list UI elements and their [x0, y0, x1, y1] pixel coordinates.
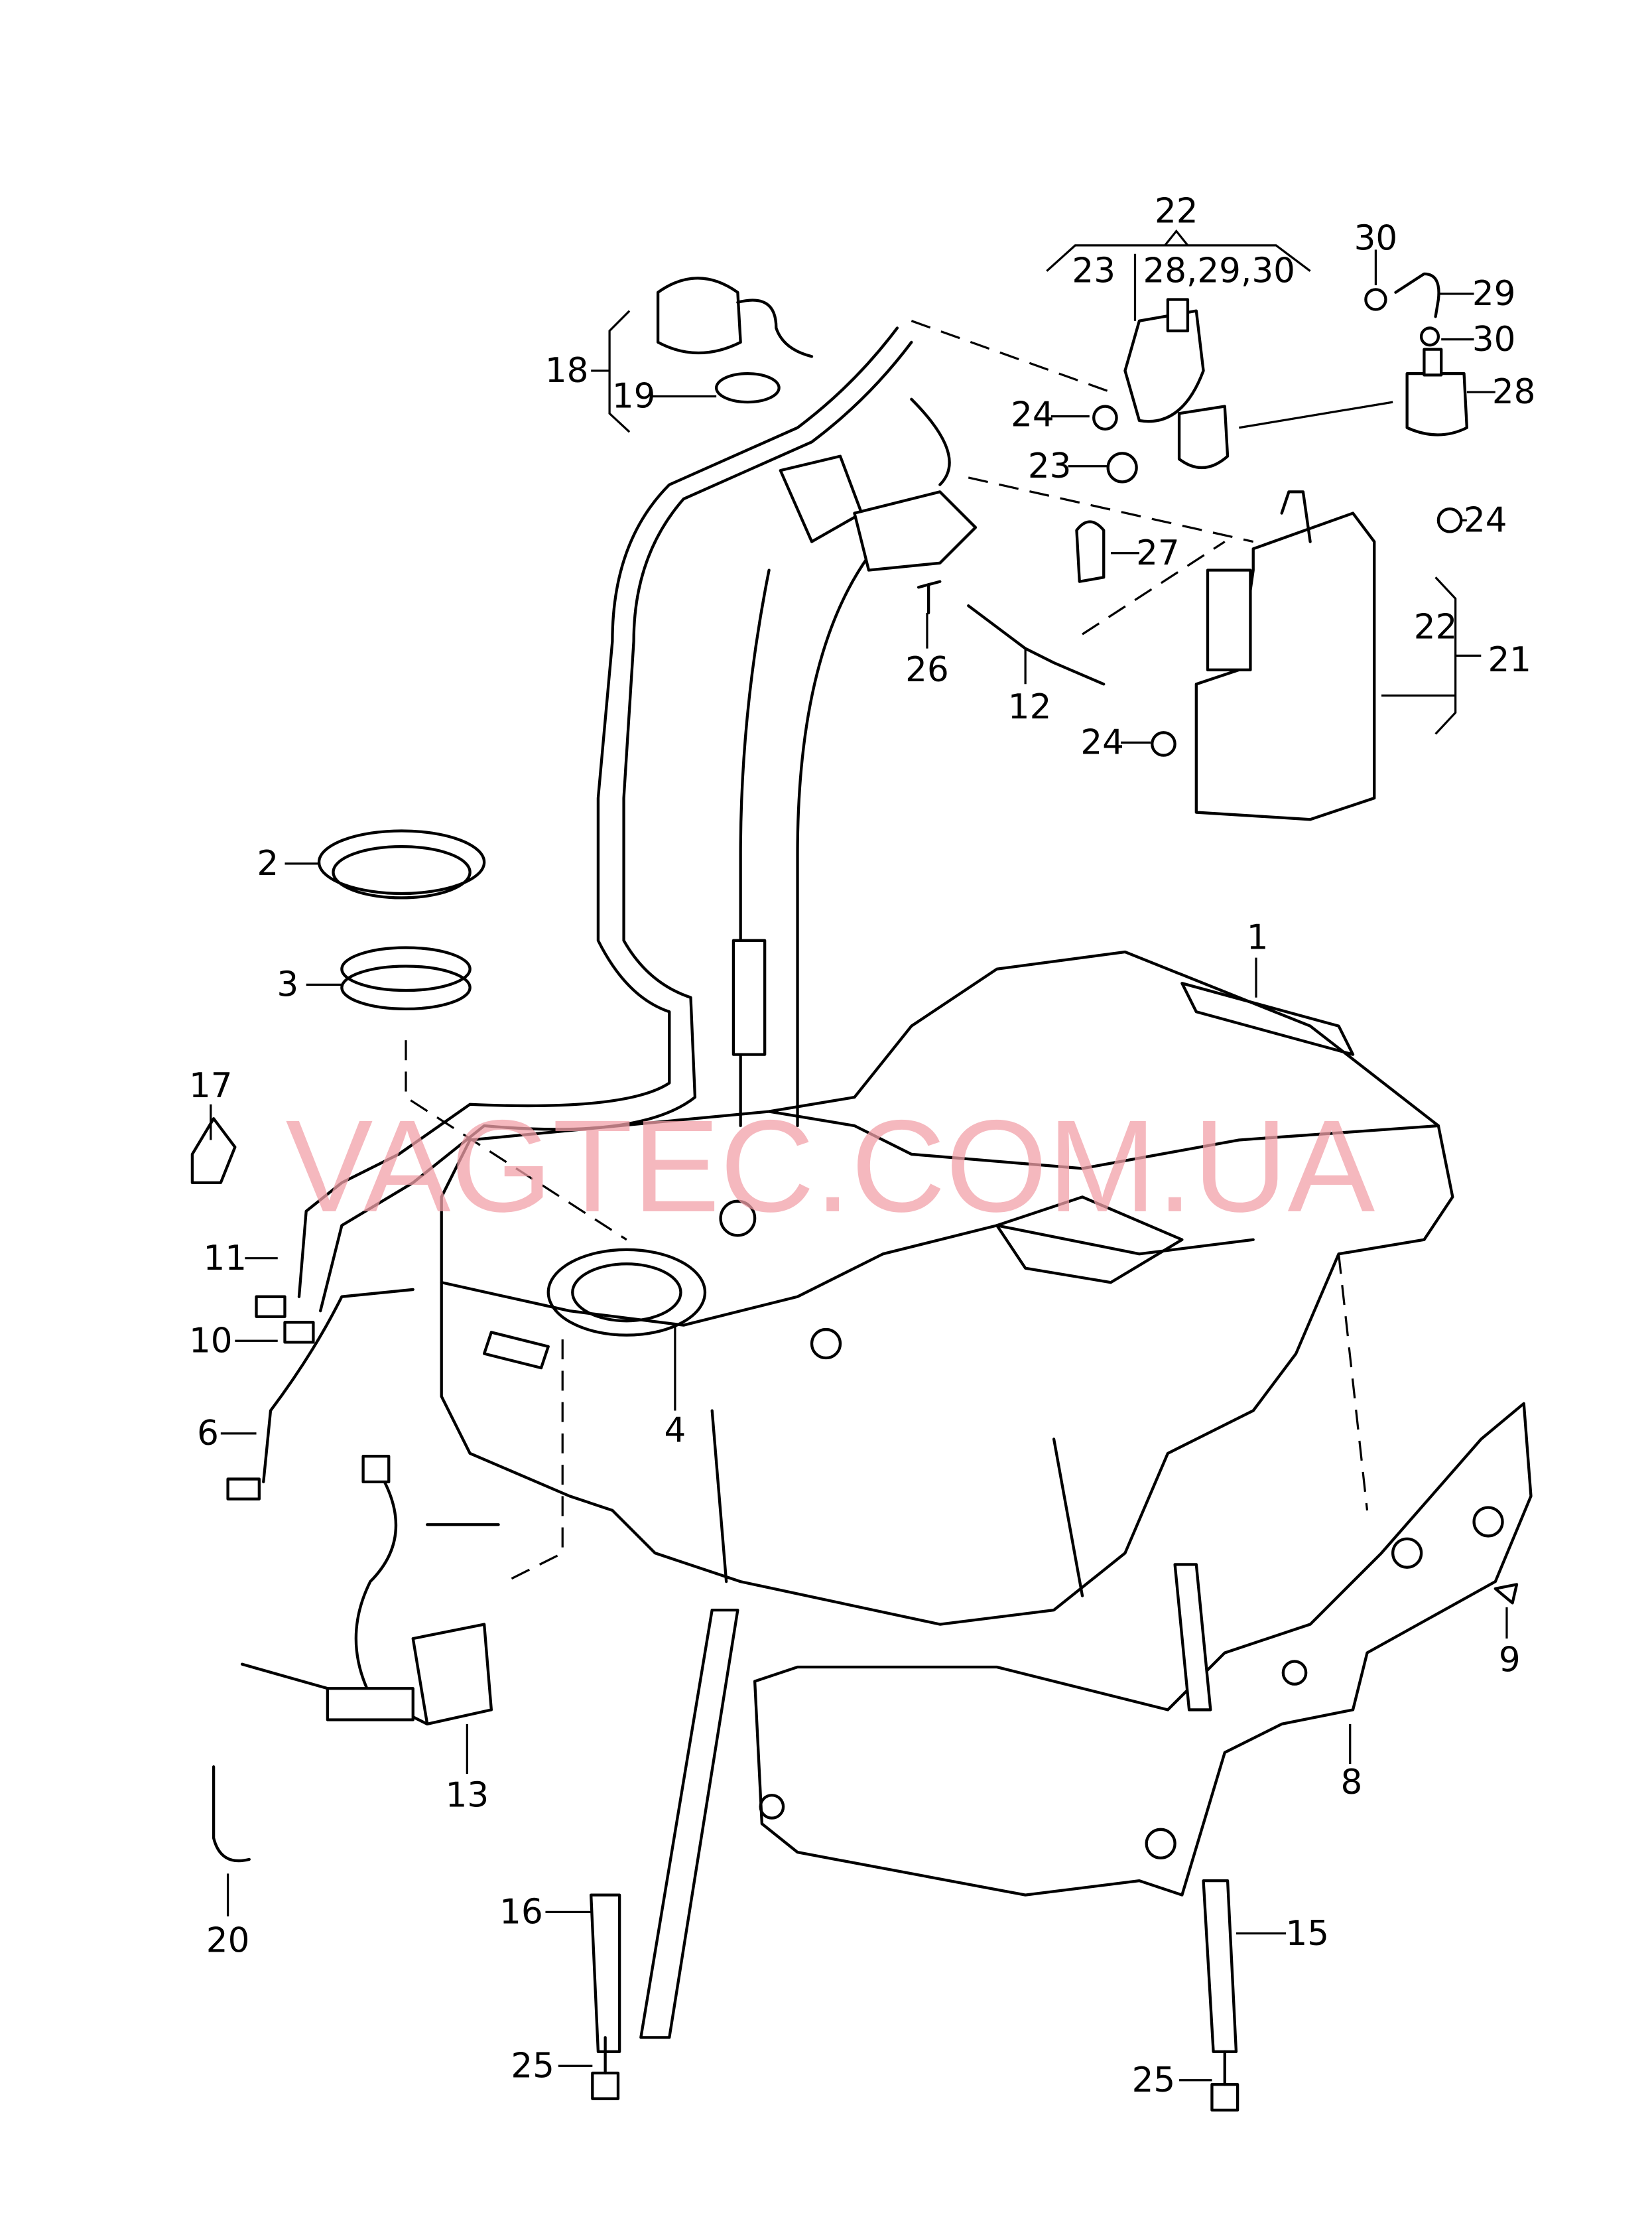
callout-25: 25 — [1132, 2060, 1176, 2100]
line-6 — [262, 1288, 414, 1483]
fuel-lines — [297, 326, 899, 1298]
solenoid-valve — [1123, 298, 1230, 470]
callout-23: 23 — [1072, 251, 1115, 291]
clamp-30 — [1364, 288, 1387, 311]
callout-25: 25 — [511, 2046, 554, 2086]
locking-ring — [317, 829, 486, 900]
callout-23: 23 — [1028, 446, 1072, 486]
callout-24: 24 — [1080, 723, 1124, 763]
callout-10: 10 — [189, 1321, 233, 1361]
clip-17 — [190, 1117, 237, 1185]
bracket-15 — [1202, 1879, 1238, 2053]
callout-28: 28 — [1492, 372, 1536, 412]
callout-4: 4 — [664, 1411, 686, 1451]
hose-27 — [1075, 520, 1106, 583]
filler-neck — [731, 454, 978, 1128]
strap-left — [639, 1608, 739, 2039]
callout-19: 19 — [612, 377, 656, 417]
callout-18: 18 — [545, 351, 589, 391]
callout-11: 11 — [204, 1239, 247, 1278]
bracket-16 — [590, 1893, 621, 2053]
callout-16: 16 — [499, 1893, 543, 1932]
callout-27: 27 — [1136, 533, 1180, 573]
grommet-9 — [1493, 1583, 1519, 1605]
bolt-25-left — [591, 2036, 620, 2100]
callout-30: 30 — [1472, 320, 1516, 360]
callout-labels: 22 23 28,29,30 30 29 30 28 24 23 24 27 2… — [189, 192, 1535, 2100]
callout-12: 12 — [1008, 687, 1052, 727]
callout-28-29-30: 28,29,30 — [1143, 251, 1295, 291]
callout-29: 29 — [1472, 274, 1516, 314]
callout-13: 13 — [446, 1775, 489, 1815]
nut-24 — [1092, 405, 1118, 431]
leader-lines — [210, 229, 1508, 2082]
callout-24: 24 — [1464, 501, 1507, 541]
callout-22: 22 — [1414, 608, 1458, 647]
callout-30: 30 — [1354, 218, 1398, 258]
callout-3: 3 — [277, 965, 298, 1005]
callout-6: 6 — [197, 1414, 219, 1453]
callout-26: 26 — [905, 650, 949, 690]
callout-20: 20 — [206, 1920, 250, 1960]
bolt-25-right — [1210, 2050, 1239, 2112]
wiring-12 — [967, 604, 1106, 686]
callout-8: 8 — [1341, 1763, 1363, 1802]
watermark: VAGTEC.COM.UA — [286, 1093, 1375, 1239]
callout-2: 2 — [257, 844, 279, 884]
screw-26 — [917, 580, 942, 615]
callout-17: 17 — [189, 1066, 233, 1106]
callout-24: 24 — [1011, 395, 1054, 435]
hose-29 — [1394, 272, 1440, 318]
strap-right — [1173, 1563, 1212, 1711]
callout-9: 9 — [1499, 1640, 1521, 1680]
charcoal-canister — [1194, 490, 1376, 821]
clip-23 — [1106, 452, 1138, 484]
filter-28 — [1405, 348, 1468, 436]
callout-22: 22 — [1155, 192, 1198, 232]
callout-15: 15 — [1286, 1914, 1330, 1954]
callout-1: 1 — [1247, 918, 1269, 958]
fuel-cap — [656, 277, 814, 404]
fuel-tank — [440, 950, 1454, 1626]
seal-ring — [340, 946, 472, 1011]
hose-20 — [212, 1765, 251, 1863]
callout-21: 21 — [1488, 640, 1531, 680]
fuel-pump — [240, 1455, 500, 1726]
